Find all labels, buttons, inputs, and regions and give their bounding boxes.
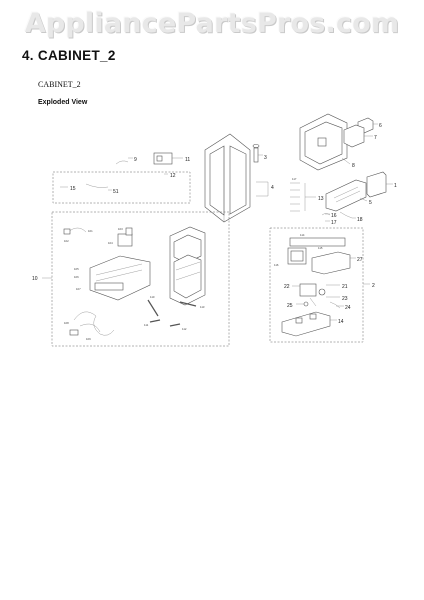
callout-2: 2: [372, 283, 375, 289]
callout-3: 3: [264, 155, 267, 161]
section-subtitle: CABINET_2: [38, 80, 81, 89]
sublabel-107: 107: [76, 287, 81, 291]
part-1: 1: [366, 171, 397, 198]
sublabel-105: 105: [74, 267, 79, 271]
callout-23: 23: [342, 296, 348, 302]
sublabel-101: 101: [88, 229, 93, 233]
sub-labels: 101 102 103 104 105 106 107 108 109 110 …: [64, 177, 323, 341]
callout-25: 25: [287, 303, 293, 309]
section-heading: 4. CABINET_2: [22, 48, 116, 63]
group-10: 10: [32, 211, 230, 347]
sublabel-102: 102: [64, 239, 69, 243]
sublabel-116: 116: [274, 263, 279, 267]
exploded-view-label: Exploded View: [38, 99, 88, 106]
part-11: 11 12: [153, 152, 190, 179]
part-4: 4: [256, 181, 274, 197]
callout-24: 24: [345, 305, 351, 311]
callout-27: 27: [357, 257, 363, 263]
callout-15: 15: [70, 186, 76, 192]
watermark-text: AppliancePartsPros.com: [24, 8, 400, 39]
callout-51: 51: [113, 189, 119, 195]
sublabel-104: 104: [108, 241, 113, 245]
callout-12: 12: [170, 173, 176, 179]
back-panel: 8: [299, 113, 355, 171]
callout-13: 13: [318, 196, 324, 202]
parts-6-7: 6 7: [343, 117, 382, 148]
sublabel-112: 112: [182, 327, 187, 331]
sublabel-103: 103: [118, 227, 123, 231]
part-5-grille: 5: [325, 179, 372, 212]
callout-17: 17: [331, 220, 337, 226]
sublabel-106: 106: [74, 275, 79, 279]
callout-14: 14: [338, 319, 344, 325]
sublabel-110: 110: [150, 295, 155, 299]
callout-21: 21: [342, 284, 348, 290]
callout-6: 6: [379, 123, 382, 129]
sublabel-111: 111: [144, 323, 149, 327]
sublabel-113: 113: [200, 305, 205, 309]
group-2: 2 27 22 21 23 24 25 14: [269, 227, 375, 343]
callout-18: 18: [357, 217, 363, 223]
callout-5: 5: [369, 200, 372, 206]
sublabel-114: 114: [300, 233, 305, 237]
callout-10: 10: [32, 276, 38, 282]
sublabel-117: 117: [292, 177, 297, 181]
sublabel-109: 109: [86, 337, 91, 341]
callout-22: 22: [284, 284, 290, 290]
callout-7: 7: [374, 135, 377, 141]
part-3: 3: [252, 144, 267, 163]
callout-1: 1: [394, 183, 397, 189]
callout-9: 9: [134, 157, 137, 163]
callout-4: 4: [271, 185, 274, 191]
part-13-stack: 13: [290, 182, 324, 212]
cabinet-body: [204, 133, 251, 223]
parts-16-17-18: 16 17 18: [321, 211, 363, 226]
group-15-51: 15 51: [52, 171, 191, 204]
part-9: 9: [115, 157, 137, 165]
sublabel-108: 108: [64, 321, 69, 325]
callout-11: 11: [185, 157, 190, 163]
callout-8: 8: [352, 163, 355, 169]
sublabel-115: 115: [318, 246, 323, 250]
callout-16: 16: [331, 213, 337, 219]
